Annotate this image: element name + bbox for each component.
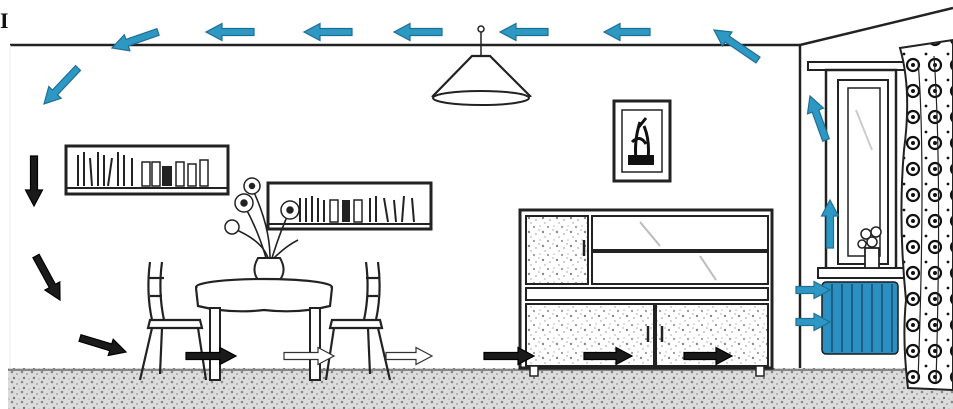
room-structure [9, 6, 953, 372]
cool-air-arrow [78, 333, 128, 357]
wall-shelf-icon [64, 144, 230, 196]
cool-air-arrow [32, 253, 61, 302]
warm-air-arrow [302, 22, 353, 42]
warm-air-arrow [820, 198, 840, 249]
warm-air-arrow [806, 94, 831, 142]
cool-air-arrow [24, 155, 44, 208]
warm-air-arrow [392, 22, 443, 42]
flower-vase-icon [224, 177, 300, 283]
warm-air-arrow [43, 64, 82, 105]
floor-air-arrow [283, 346, 336, 366]
warm-air-arrow [498, 22, 549, 42]
warm-air-arrow [712, 29, 761, 64]
chair-icon [138, 261, 208, 381]
warm-air-arrow [795, 312, 832, 332]
sideboard-icon [518, 208, 774, 377]
potted-plant-icon [857, 226, 882, 269]
floor-air-arrow [385, 346, 434, 366]
radiator-icon [821, 281, 899, 355]
curtain-icon [898, 38, 953, 392]
pendant-lamp-icon [430, 25, 533, 106]
cool-air-arrow [483, 346, 536, 366]
carpet-icon [8, 368, 953, 409]
warm-air-arrow [795, 280, 832, 300]
corner-letter: I [0, 8, 9, 33]
warm-air-arrow [602, 22, 651, 42]
framed-picture-icon [612, 99, 672, 183]
cool-air-arrow [583, 346, 634, 366]
air-flow-arrows [24, 22, 840, 366]
warm-air-arrow [204, 22, 255, 42]
chair-icon [324, 261, 392, 381]
cool-air-arrow [683, 346, 734, 366]
cool-air-arrow [185, 346, 238, 366]
warm-air-arrow [110, 27, 160, 52]
dining-table-icon [194, 277, 334, 381]
